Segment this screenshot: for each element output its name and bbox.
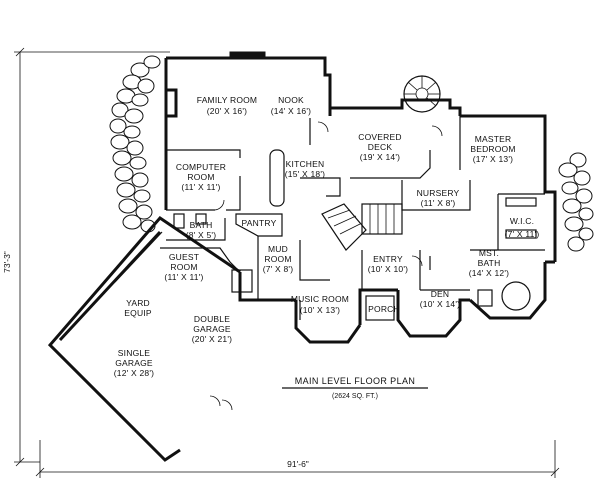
shrubs-right (558, 152, 594, 252)
room-master-bath: MST. BATH (14' X 12') (469, 248, 509, 278)
nursery-size: (11' X 8') (421, 198, 456, 208)
double-garage-name-2: GARAGE (193, 324, 231, 334)
interior-walls (114, 116, 545, 411)
den-name: DEN (431, 289, 450, 299)
room-music: MUSIC ROOM (10' X 13') (291, 294, 349, 315)
wic-name: W.I.C. (510, 216, 534, 226)
room-master-bedroom: MASTER BEDROOM (17' X 13') (470, 134, 515, 164)
room-mud: MUD ROOM (7' X 8') (263, 244, 294, 274)
depth-dimension: 73'-3" (2, 47, 170, 467)
bath-name: BATH (190, 220, 213, 230)
room-kitchen: KITCHEN (15' X 18') (285, 159, 325, 179)
room-guest: GUEST ROOM (11' X 11') (164, 252, 203, 282)
pantry-name: PANTRY (242, 218, 277, 228)
plan-title-block: MAIN LEVEL FLOOR PLAN (2624 SQ. FT.) (282, 376, 428, 400)
single-garage-name-2: GARAGE (115, 358, 153, 368)
guest-room-name-2: ROOM (170, 262, 197, 272)
covered-deck-size: (19' X 14') (360, 152, 400, 162)
guest-room-name: GUEST (169, 252, 199, 262)
master-bedroom-name: MASTER (475, 134, 512, 144)
master-bath-name-2: BATH (478, 258, 501, 268)
yard-equip-name-2: EQUIP (124, 308, 152, 318)
covered-deck-name-2: DECK (368, 142, 393, 152)
music-room-size: (10' X 13') (300, 305, 340, 315)
yard-equip-name: YARD (126, 298, 150, 308)
mud-room-name-2: ROOM (264, 254, 291, 264)
double-garage-name: DOUBLE (194, 314, 230, 324)
music-room-name: MUSIC ROOM (291, 294, 349, 304)
master-bath-name: MST. (479, 248, 499, 258)
room-double-garage: DOUBLE GARAGE (20' X 21') (192, 314, 232, 344)
room-bath: BATH (8' X 5') (186, 220, 217, 240)
nook-size: (14' X 16') (271, 106, 311, 116)
room-computer: COMPUTER ROOM (11' X 11') (176, 162, 226, 192)
room-family: FAMILY ROOM (20' X 16') (197, 95, 257, 116)
plan-area: (2624 SQ. FT.) (332, 393, 378, 400)
kitchen-size: (15' X 18') (285, 169, 325, 179)
width-dimension-label: 91'-6" (287, 459, 309, 469)
exterior-walls (47, 51, 557, 462)
room-nook: NOOK (14' X 16') (271, 95, 311, 116)
room-porch: PORCH (368, 304, 400, 314)
single-garage-size: (12' X 28') (114, 368, 154, 378)
kitchen-name: KITCHEN (286, 159, 325, 169)
den-size: (10' X 14') (420, 299, 460, 309)
single-garage-name: SINGLE (118, 348, 151, 358)
nursery-name: NURSERY (417, 188, 460, 198)
shrubs-left (109, 55, 161, 233)
guest-room-size: (11' X 11') (164, 272, 203, 282)
family-room-size: (20' X 16') (207, 106, 247, 116)
room-single-garage: SINGLE GARAGE (12' X 28') (114, 348, 154, 378)
covered-deck-name: COVERED (358, 132, 401, 142)
room-nursery: NURSERY (11' X 8') (417, 188, 460, 208)
room-yard-equip: YARD EQUIP (124, 298, 152, 318)
bath-size: (8' X 5') (186, 230, 217, 240)
wic-size: (7' X 11') (505, 229, 540, 239)
master-bath-size: (14' X 12') (469, 268, 509, 278)
room-wic: W.I.C. (7' X 11') (505, 216, 540, 239)
room-den: DEN (10' X 14') (420, 289, 460, 309)
room-covered-deck: COVERED DECK (19' X 14') (358, 132, 401, 162)
computer-room-size: (11' X 11') (181, 182, 220, 192)
depth-dimension-label: 73'-3" (2, 251, 12, 273)
mud-room-size: (7' X 8') (263, 264, 294, 274)
computer-room-name: COMPUTER (176, 162, 226, 172)
entry-size: (10' X 10') (368, 264, 408, 274)
family-room-name: FAMILY ROOM (197, 95, 257, 105)
width-dimension: 91'-6" (35, 440, 560, 478)
room-entry: ENTRY (10' X 10') (368, 254, 408, 274)
plan-title: MAIN LEVEL FLOOR PLAN (295, 376, 416, 386)
computer-room-name-2: ROOM (187, 172, 214, 182)
porch-name: PORCH (368, 304, 400, 314)
room-pantry: PANTRY (242, 218, 277, 228)
master-bedroom-name-2: BEDROOM (470, 144, 515, 154)
nook-name: NOOK (278, 95, 304, 105)
mud-room-name: MUD (268, 244, 288, 254)
entry-name: ENTRY (373, 254, 403, 264)
master-bedroom-size: (17' X 13') (473, 154, 513, 164)
spiral-stair (403, 75, 441, 113)
double-garage-size: (20' X 21') (192, 334, 232, 344)
